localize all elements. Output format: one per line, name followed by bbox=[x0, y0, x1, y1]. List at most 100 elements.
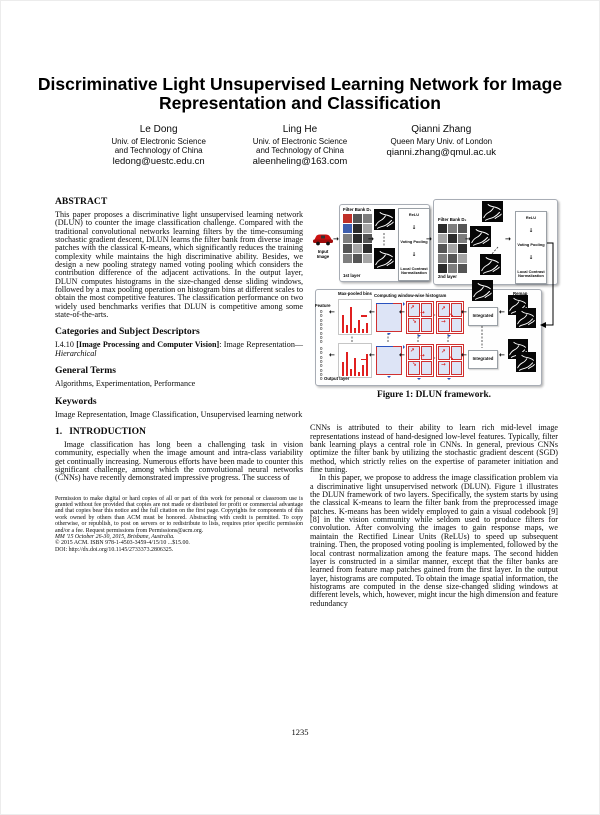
category-tail: : Image Representation— bbox=[219, 340, 303, 350]
layer1-label: 1st layer bbox=[343, 273, 361, 278]
window-top-edge bbox=[376, 346, 393, 347]
feature-map-thumbnail bbox=[470, 226, 491, 247]
sliding-window-row1 bbox=[376, 302, 405, 335]
feature-label: Feature bbox=[315, 303, 331, 308]
voting-pooling-label: Voting Pooling bbox=[400, 238, 428, 244]
histogram-row2 bbox=[338, 343, 372, 378]
category-italic: Hierarchical bbox=[55, 348, 97, 358]
section-number: 1. bbox=[55, 425, 63, 437]
arrow-right-icon: → bbox=[465, 235, 471, 243]
red-arrow-icon: ↘ bbox=[412, 362, 417, 368]
relu-label: ReLU bbox=[525, 215, 537, 220]
abstract-heading: ABSTRACT bbox=[55, 196, 108, 207]
category-code: I.4.10 bbox=[55, 340, 74, 350]
red-arrow-icon: → bbox=[420, 310, 425, 316]
author-email[interactable]: aleenheling@163.com bbox=[252, 156, 348, 167]
arrow-left-icon: ← bbox=[369, 351, 375, 359]
layer2-label: 2nd layer bbox=[438, 274, 457, 279]
categories-heading: Categories and Subject Descriptors bbox=[55, 326, 200, 338]
integrated-box-row1: Integrated bbox=[468, 307, 498, 326]
max-pooled-bins-label: Max-pooled bins bbox=[338, 291, 372, 296]
page-number: 1235 bbox=[291, 727, 309, 737]
author-affiliation: and Technology of China bbox=[256, 146, 344, 155]
author-affiliation: Univ. of Electronic Science bbox=[111, 137, 206, 146]
author-2: Ling He Univ. of Electronic Science and … bbox=[229, 124, 370, 167]
blue-triangle-icon bbox=[447, 378, 452, 382]
red-arrow-icon: → bbox=[441, 362, 446, 368]
integrated-box-row2: Integrated bbox=[468, 350, 498, 369]
filter-bank-1-label: Filter Bank D₁ bbox=[343, 207, 372, 212]
arrow-left-icon: ← bbox=[329, 351, 335, 359]
section-title: INTRODUCTION bbox=[69, 425, 146, 437]
author-name: Le Dong bbox=[139, 124, 178, 135]
window-top-edge bbox=[376, 303, 393, 304]
arrow-left-icon: ← bbox=[399, 308, 405, 316]
doi-line[interactable]: DOI: http://dx.doi.org/10.1145/2733373.2… bbox=[55, 546, 174, 553]
arrow-down-icon: ↓ bbox=[528, 255, 534, 262]
author-3: Qianni Zhang Queen Mary Univ. of London … bbox=[371, 124, 512, 167]
category-bold: [Image Processing and Computer Vision] bbox=[76, 340, 220, 350]
red-arrow-icon: ↗ bbox=[410, 348, 415, 354]
red-arrow-icon: ↗ bbox=[410, 305, 415, 311]
output-layer-label: Output layer bbox=[324, 376, 350, 381]
feature-vector-zeros: 0 0 0 0 0 0 0 0 bbox=[320, 309, 323, 345]
author-affiliation: Queen Mary Univ. of London bbox=[390, 137, 493, 146]
computing-histogram-label: Computing window-wise histogram bbox=[374, 293, 447, 298]
arrow-right-icon: → bbox=[426, 235, 432, 243]
window-grid-row1-b: ↗ ↘ → bbox=[436, 301, 464, 337]
red-arrow-icon: ↘ bbox=[449, 313, 454, 319]
feature-map-thumbnail bbox=[472, 280, 493, 301]
blue-triangle-icon bbox=[386, 333, 391, 337]
categories-text: I.4.10 [Image Processing and Computer Vi… bbox=[55, 341, 303, 358]
relu-label: ReLU bbox=[408, 212, 420, 217]
author-affiliation: Univ. of Electronic Science bbox=[252, 137, 348, 146]
red-arrow-icon: ↘ bbox=[412, 319, 417, 325]
copyright-line: © 2015 ACM. ISBN 978-1-4503-3459-4/15/10… bbox=[55, 540, 190, 547]
arrow-left-icon: ← bbox=[499, 351, 505, 359]
red-arrow-icon: → bbox=[441, 319, 446, 325]
author-email[interactable]: qianni.zhang@qmul.ac.uk bbox=[386, 147, 497, 158]
layer1-process-box: ReLU ↓ Voting Pooling ↓ Local Contrast N… bbox=[398, 208, 430, 281]
two-column-body: ABSTRACT This paper proposes a discrimin… bbox=[55, 196, 558, 608]
window-grid-row2-b: ↗ ↘ → bbox=[436, 344, 464, 380]
arrow-left-icon: ← bbox=[499, 308, 505, 316]
abstract-text: This paper proposes a discriminative lig… bbox=[55, 210, 303, 320]
left-column: ABSTRACT This paper proposes a discrimin… bbox=[55, 196, 303, 608]
author-1: Le Dong Univ. of Electronic Science and … bbox=[88, 124, 229, 167]
arrow-right-icon: → bbox=[368, 235, 374, 243]
figure-1-dlun-framework: Input Image → Filter Bank D₁ → ReLU ↓ bbox=[310, 196, 558, 391]
filter-bank-2-label: Filter Bank D₂ bbox=[438, 217, 467, 222]
right-column-paragraph-2: In this paper, we propose to address the… bbox=[310, 473, 558, 608]
keywords-heading: Keywords bbox=[55, 395, 97, 407]
integrated-label: Integrated bbox=[472, 356, 494, 362]
filter-bank-1-grid bbox=[343, 214, 372, 263]
red-arrow-icon: → bbox=[420, 353, 425, 359]
right-column-paragraph-1: CNNs is attributed to their ability to l… bbox=[310, 423, 558, 475]
blue-triangle-icon bbox=[386, 376, 391, 380]
figure-caption: Figure 1: DLUN framework. bbox=[377, 390, 491, 400]
author-email[interactable]: ledong@uestc.edu.cn bbox=[112, 156, 205, 167]
arrow-down-icon: ↓ bbox=[411, 225, 417, 232]
window-grid-row1-a: ↗ → ↘ bbox=[406, 301, 434, 337]
author-name: Qianni Zhang bbox=[411, 124, 472, 135]
blue-triangle-icon bbox=[417, 335, 422, 339]
introduction-paragraph: Image classification has long been a cha… bbox=[55, 439, 303, 483]
author-affiliation: and Technology of China bbox=[114, 146, 203, 155]
blue-triangle-icon bbox=[417, 378, 422, 382]
conference-line: MM '15 October 26-30, 2015, Brisbane, Au… bbox=[55, 534, 175, 540]
histogram-dash bbox=[361, 358, 367, 361]
arrow-left-icon: ← bbox=[461, 351, 467, 359]
arrow-left-icon: ← bbox=[329, 308, 335, 316]
keywords-text: Image Representation, Image Classificati… bbox=[55, 409, 303, 419]
arrow-down-icon: ↓ bbox=[528, 228, 534, 235]
author-name: Ling He bbox=[282, 124, 318, 135]
blue-triangle-icon bbox=[403, 302, 407, 306]
lcn-label: Local Contrast Normalization bbox=[400, 265, 428, 276]
arrow-left-icon: ← bbox=[369, 308, 375, 316]
permission-block: Permission to make digital or hard copie… bbox=[55, 496, 303, 554]
filter-bank-2-grid bbox=[438, 224, 467, 273]
introduction-heading: 1. INTRODUCTION bbox=[55, 425, 303, 438]
sliding-window-row2 bbox=[376, 345, 405, 378]
author-block: Le Dong Univ. of Electronic Science and … bbox=[88, 124, 512, 167]
